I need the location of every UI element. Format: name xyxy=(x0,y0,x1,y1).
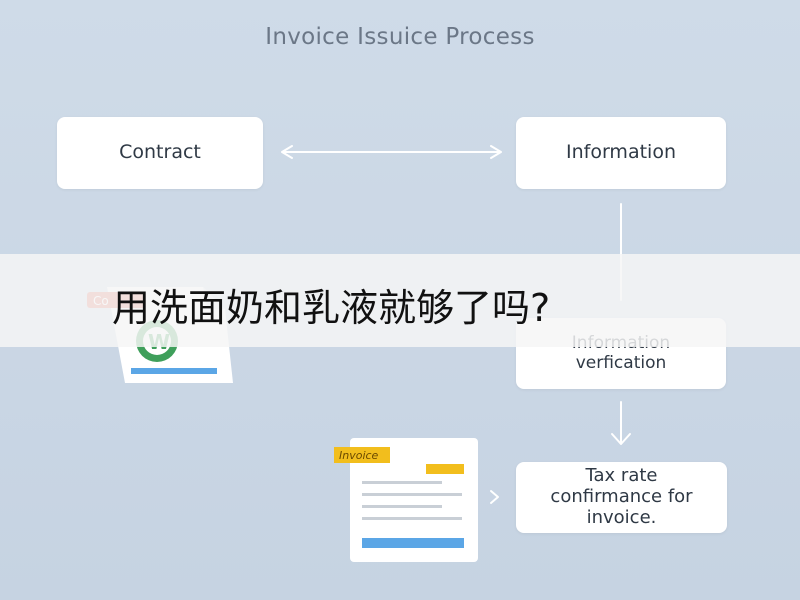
information-node: Information xyxy=(516,117,726,189)
banner-caption: 用洗面奶和乳液就够了吗? xyxy=(112,286,551,330)
down-arrow-connector xyxy=(611,401,631,445)
contract-label: Contract xyxy=(119,141,201,164)
diagram-title: Invoice Issuice Process xyxy=(265,24,535,50)
tax-rate-label: Tax rate confirmance for invoice. xyxy=(550,465,693,528)
chevron-right-icon xyxy=(490,490,499,504)
invoice-tag-text: Invoice xyxy=(339,449,379,462)
invoice-document-icon: Invoice xyxy=(334,438,478,562)
contract-node: Contract xyxy=(57,117,263,189)
caption-banner xyxy=(0,254,800,347)
double-arrow-connector xyxy=(281,145,502,159)
information-label: Information xyxy=(566,141,676,164)
tax-rate-node: Tax rate confirmance for invoice. xyxy=(516,462,727,533)
